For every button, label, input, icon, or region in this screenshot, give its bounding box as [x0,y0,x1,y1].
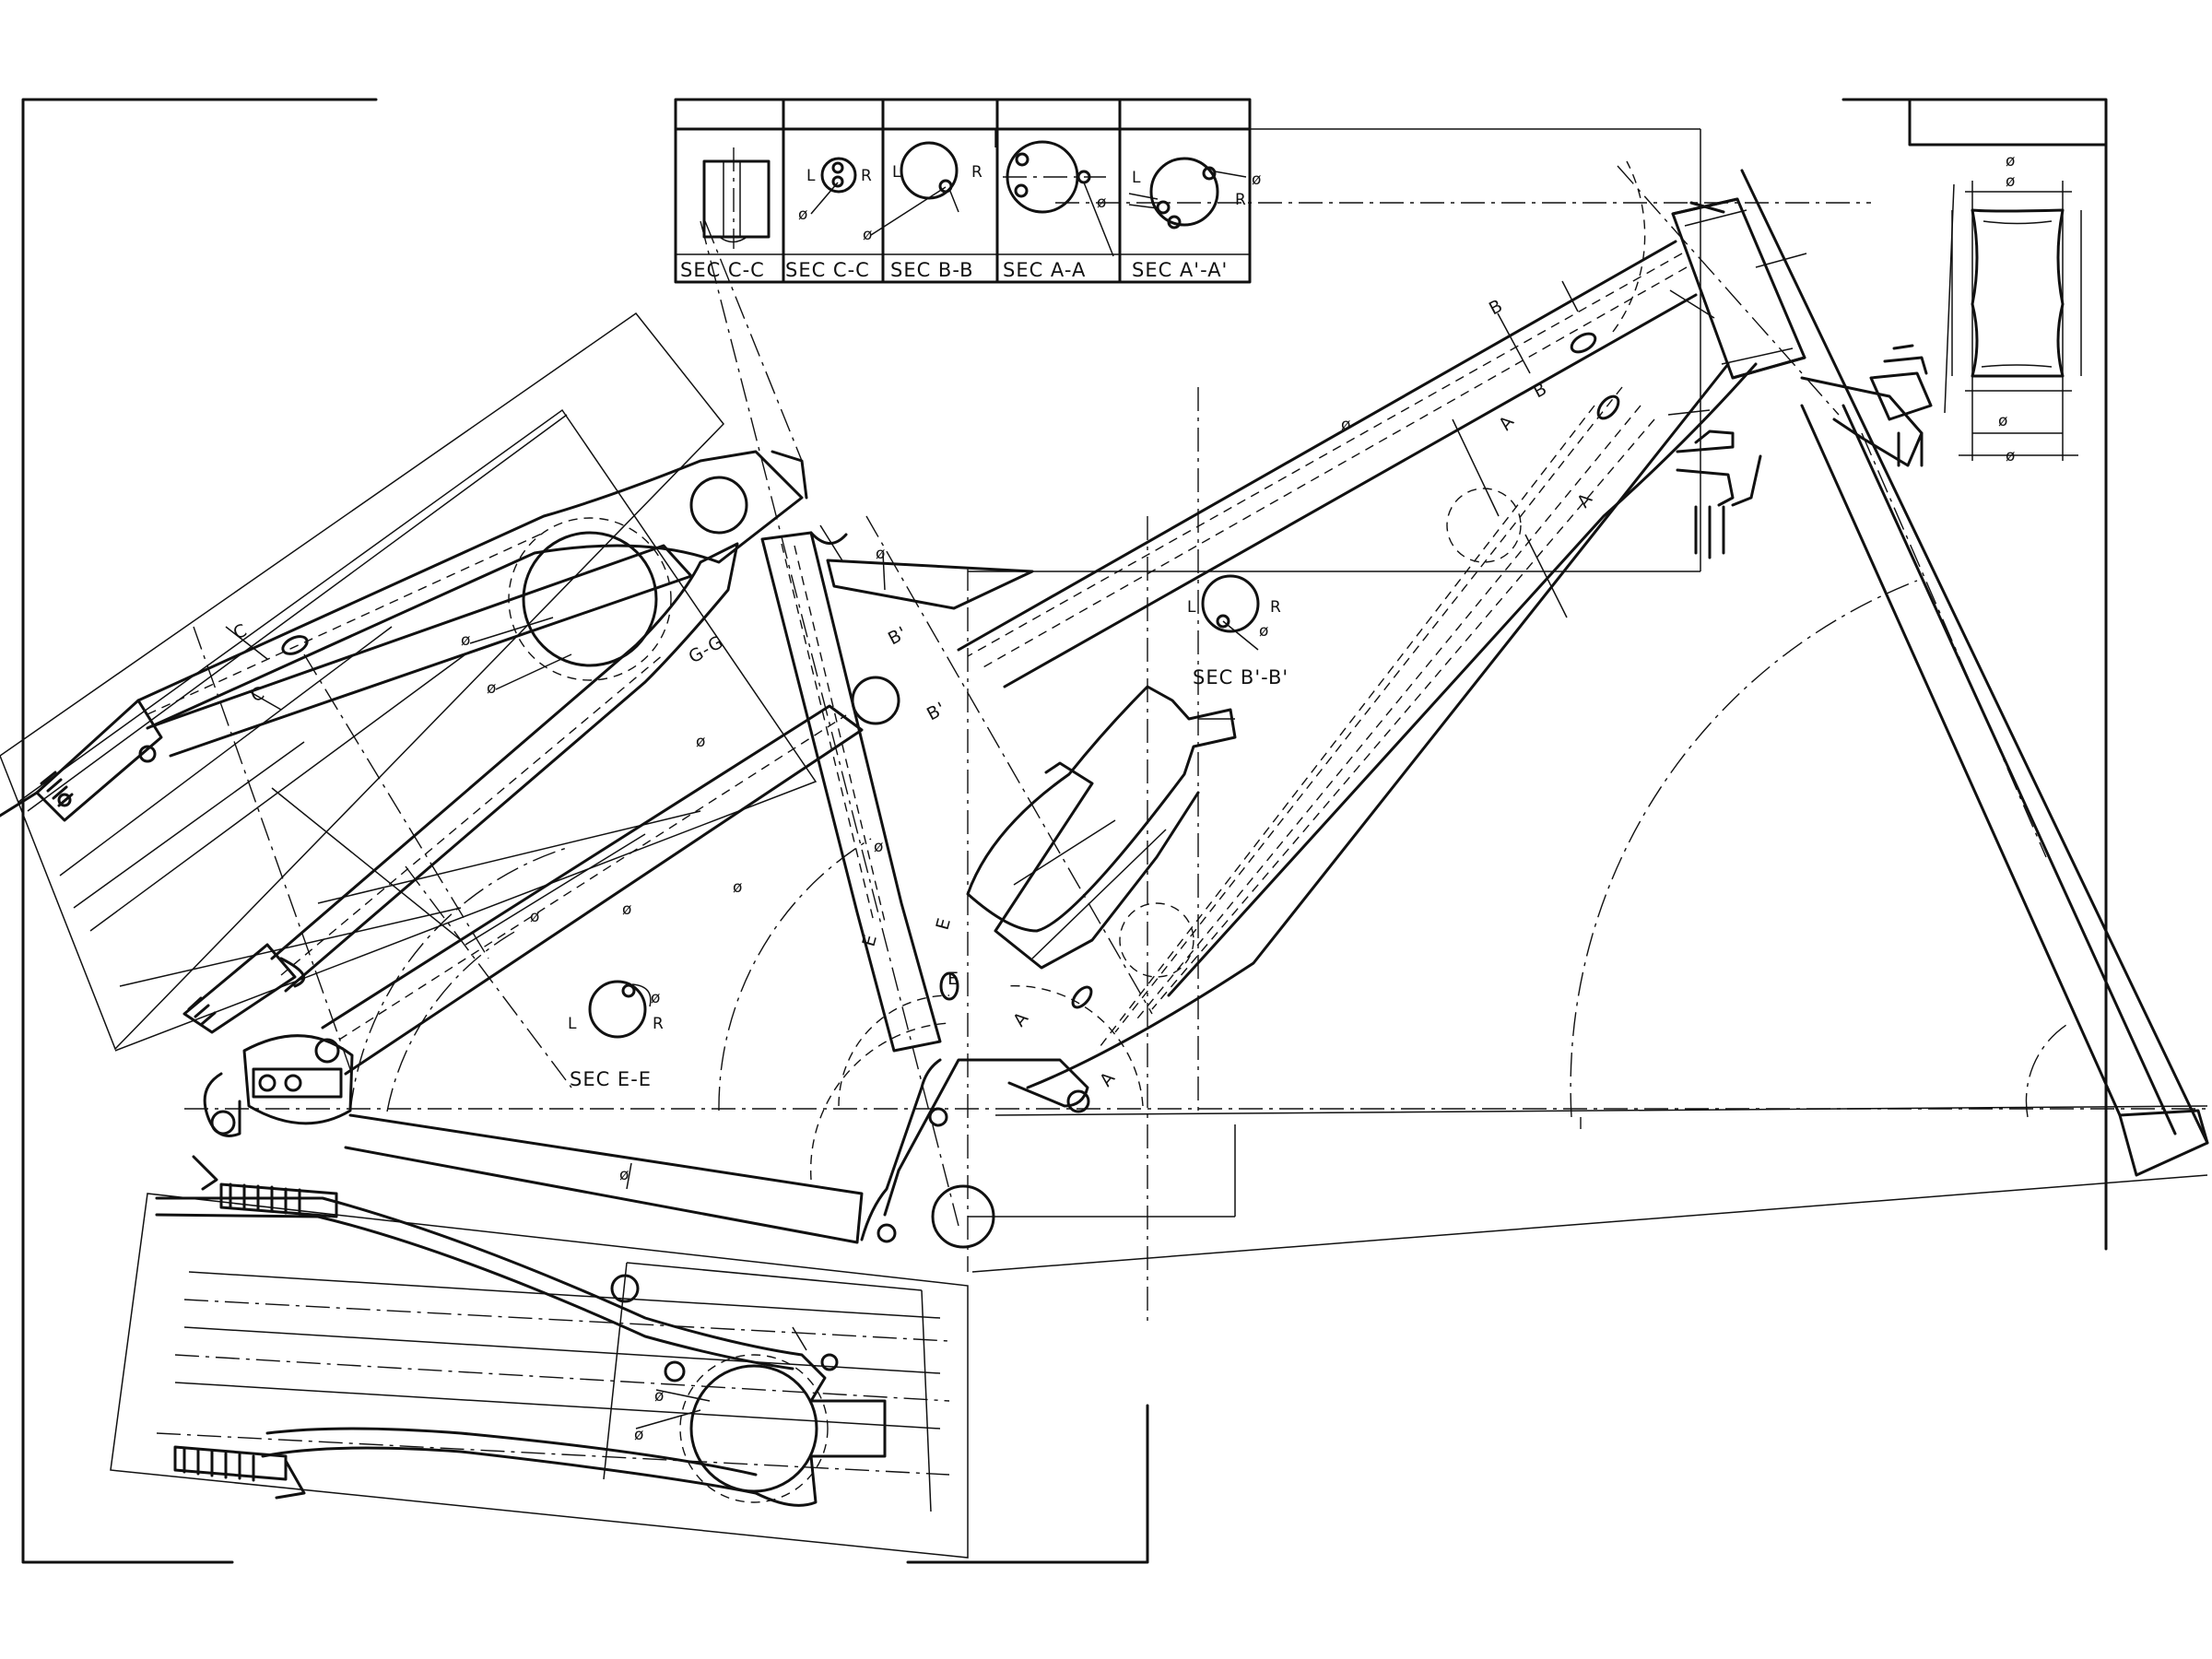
cut-bp: B' [885,622,911,649]
section-b-b-l: L [892,163,901,182]
construction-lines [184,128,2209,1327]
upper-view-dia-1: ø [461,631,470,650]
section-b-prime-r: R [1270,598,1281,617]
seat-tube: ø E E E [760,524,959,1053]
chainstay-dia: ø [619,1166,629,1184]
section-c-c-label: SEC C-C [680,259,765,281]
stem-assembly [1676,344,1933,559]
cut-e2: E [933,915,956,932]
section-e-l: L [568,1015,577,1033]
cut-gg: G-G [686,631,728,667]
cut-a: A [1495,411,1519,434]
upper-view-dia-2: ø [487,679,496,698]
drawing-border [21,98,2108,1564]
section-b-b: L R ø SEC B-B [863,141,982,281]
headset-dia-2: ø [2006,172,2015,191]
section-b-prime-l: L [1187,598,1196,617]
lower-swingarm-view: ø ø [110,1182,969,1559]
water-bottle [966,685,1237,970]
headset-dia-4: ø [2006,447,2015,465]
section-c-c-dia: ø [798,206,807,224]
cut-b: B [1486,295,1507,319]
shock-mount: ø [826,545,1034,610]
seatstay-dia-3: ø [622,900,631,919]
section-b-b-dia: ø [863,226,872,244]
chain-stay: ø [344,1113,864,1244]
section-e-r: R [653,1015,664,1033]
section-a-prime-label: SEC A'-A' [1132,259,1228,281]
section-a-a-label: SEC A-A [1003,259,1086,281]
rear-dropout [192,1034,354,1191]
section-a-prime-dia: ø [1252,171,1261,189]
top-tube: B B ø B' B' [885,240,1715,724]
section-e-label: SEC E-E [570,1068,652,1090]
section-c-c2-label: SEC C-C [785,259,870,281]
seatstay-dia-4: ø [733,878,742,897]
section-b-b-r: R [971,163,982,182]
section-c-c-side-view: SEC C-C [680,147,771,281]
seat-stay: ø ø ø ø [321,704,864,1076]
section-e: L R ø SEC E-E [568,980,664,1090]
section-e-dia: ø [651,989,660,1007]
section-c-c-l: L [806,167,816,185]
section-table: SEC C-C L R ø SEC C-C L R ø SEC B-B [674,98,1261,284]
top-tube-dia: ø [1341,416,1350,434]
seatstay-dia-2: ø [696,733,705,751]
shock-mount-dia: ø [876,545,885,563]
section-a-a: ø SEC A-A [1003,140,1114,281]
bottom-bracket [860,1058,1090,1249]
headset-dia-1: ø [2006,152,2015,171]
main-frame: B B ø B' B' A A A A [192,165,1840,1249]
seatstay-dia-1: ø [530,908,539,926]
section-a-prime: L R ø SEC A'-A' [1128,157,1261,281]
cut-a3: A [1009,1007,1033,1030]
section-b-prime: L R ø SEC B'-B' [1187,574,1288,688]
section-b-prime-dia: ø [1259,622,1268,641]
cut-a2: A [1573,488,1597,512]
cut-c: C [230,620,251,644]
lower-view-dia-2: ø [654,1387,664,1406]
section-c-c-r: R [861,167,872,185]
upper-swingarm-view: C C ø ø G-G [0,312,818,1088]
section-a-prime-r: R [1235,191,1246,209]
seat-tube-dia: ø [874,838,883,856]
headset-detail: ø ø ø ø [1944,152,2082,465]
lower-view-dia-1: ø [634,1426,643,1444]
section-c-c-cross: L R ø SEC C-C [785,157,872,281]
section-a-prime-l: L [1132,169,1141,187]
cut-b2: B [1530,378,1551,402]
section-b-b-label: SEC B-B [890,259,974,281]
cut-e: E [859,932,882,948]
cut-bp2: B' [924,698,949,724]
cut-a4: A [1096,1067,1120,1090]
headset-dia-3: ø [1998,412,2007,430]
section-b-prime-label: SEC B'-B' [1193,666,1288,688]
